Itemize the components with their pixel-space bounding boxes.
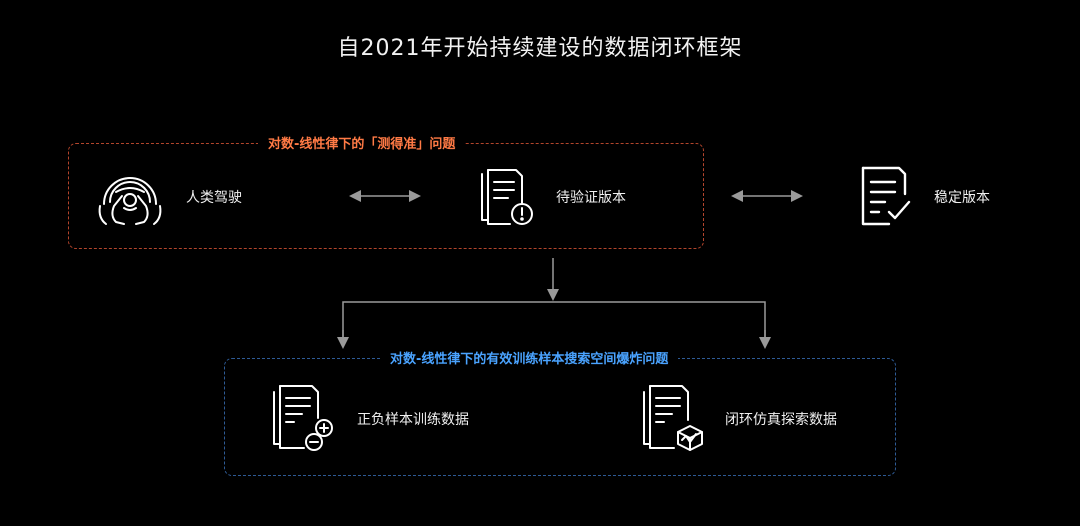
document-cube-icon <box>638 384 708 458</box>
document-check-icon <box>855 164 915 232</box>
document-plus-minus-icon <box>270 384 336 458</box>
pending-version-label: 待验证版本 <box>556 190 626 206</box>
top-group-label: 对数-线性律下的「测得准」问题 <box>258 133 466 152</box>
steering-wheel-hands-icon <box>96 166 164 230</box>
stable-version-label: 稳定版本 <box>934 190 990 206</box>
samples-label: 正负样本训练数据 <box>357 412 469 428</box>
page-title: 自2021年开始持续建设的数据闭环框架 <box>337 36 743 61</box>
bottom-group-label: 对数-线性律下的有效训练样本搜索空间爆炸问题 <box>380 348 679 367</box>
branch-line <box>342 301 766 344</box>
sim-label: 闭环仿真探索数据 <box>725 412 837 428</box>
document-warning-icon <box>476 166 540 232</box>
human-driving-label: 人类驾驶 <box>186 190 242 206</box>
